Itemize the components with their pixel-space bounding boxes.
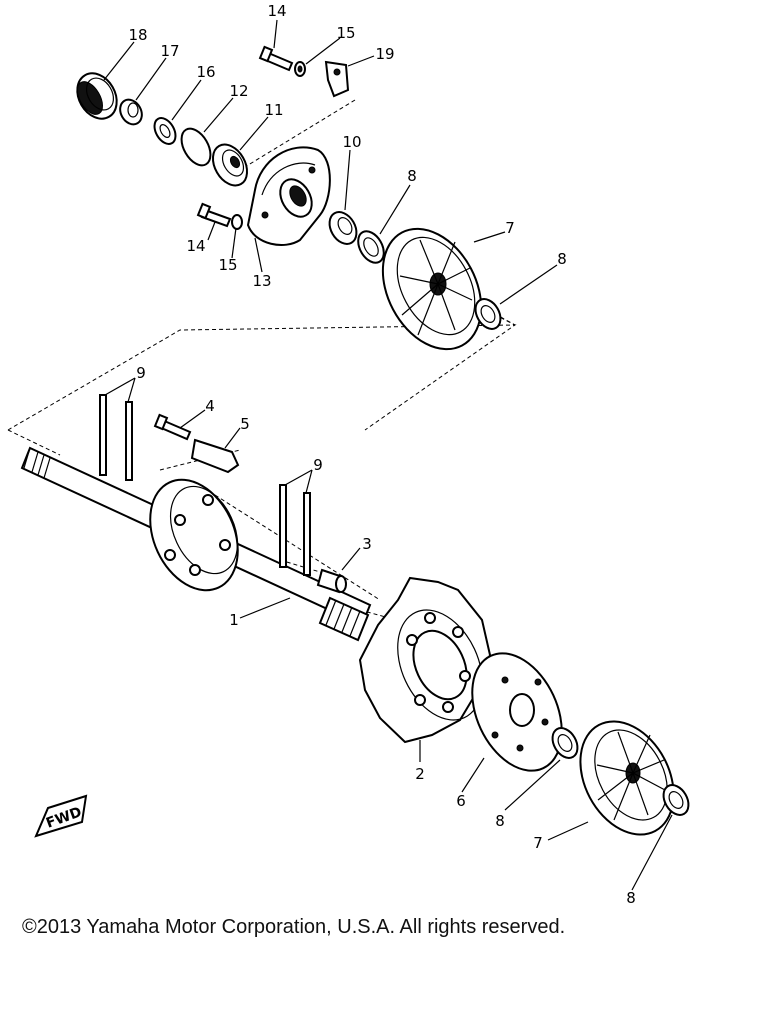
part-8-washer-a <box>357 230 385 264</box>
part-11-bearing <box>211 143 249 187</box>
callout-4: 4 <box>205 397 215 415</box>
callout-3: 3 <box>362 535 372 553</box>
callout-9-right: 9 <box>313 456 323 474</box>
part-18-cap <box>76 72 118 120</box>
callout-16: 16 <box>196 63 215 81</box>
part-16-washer <box>153 117 177 145</box>
callout-17: 17 <box>160 42 179 60</box>
callout-9-left: 9 <box>136 364 146 382</box>
part-17-nut <box>119 98 143 126</box>
callout-6: 6 <box>456 792 466 810</box>
copyright-notice: ©2013 Yamaha Motor Corporation, U.S.A. A… <box>22 916 566 938</box>
callout-11: 11 <box>264 101 283 119</box>
callout-10: 10 <box>342 133 361 151</box>
callout-7-upper: 7 <box>505 219 515 237</box>
callout-8-c: 8 <box>495 812 505 830</box>
sprocket-hub-left <box>149 478 239 592</box>
part-7-idler-wheel-lower <box>579 720 675 836</box>
fwd-arrow-icon: FWD <box>34 794 88 838</box>
shaft-spline-end <box>318 596 370 642</box>
part-13-bearing-housing <box>246 146 331 246</box>
callout-14-upper: 14 <box>267 2 286 20</box>
callout-8-d: 8 <box>626 889 636 907</box>
callout-12: 12 <box>229 82 248 100</box>
part-9-pins-left <box>99 394 133 481</box>
part-8-washer-c <box>551 727 579 759</box>
part-7-idler-wheel-upper <box>381 227 483 351</box>
part-4-bolt <box>153 413 192 441</box>
callout-7-lower: 7 <box>533 834 543 852</box>
part-8-washer-b <box>474 298 502 330</box>
part-5-link-plate <box>190 438 240 474</box>
part-10-bearing <box>328 211 358 245</box>
part-15-washer-upper <box>294 61 306 77</box>
callout-labels: 18 17 16 12 11 14 15 19 10 8 7 8 14 15 1… <box>128 2 635 907</box>
part-9-pins-right <box>279 484 311 576</box>
part-12-circlip <box>180 127 212 167</box>
callout-15-upper: 15 <box>336 24 355 42</box>
part-14-bolt-lower <box>196 202 232 228</box>
callout-2: 2 <box>415 765 425 783</box>
part-6-plate <box>471 652 563 772</box>
leader-lines <box>103 19 673 891</box>
callout-5: 5 <box>240 415 250 433</box>
part-19-bracket <box>324 60 350 98</box>
callout-13: 13 <box>252 272 271 290</box>
part-14-bolt-upper <box>258 45 294 72</box>
part-8-washer-d <box>662 784 690 816</box>
callout-15-lower: 15 <box>218 256 237 274</box>
part-15-washer-lower <box>231 214 243 230</box>
callout-19: 19 <box>375 45 394 63</box>
callout-14-lower: 14 <box>186 237 205 255</box>
callout-18: 18 <box>128 26 147 44</box>
callout-1: 1 <box>229 611 239 629</box>
callout-8-b: 8 <box>557 250 567 268</box>
callout-8-a: 8 <box>407 167 417 185</box>
part-3-collar <box>316 568 347 594</box>
